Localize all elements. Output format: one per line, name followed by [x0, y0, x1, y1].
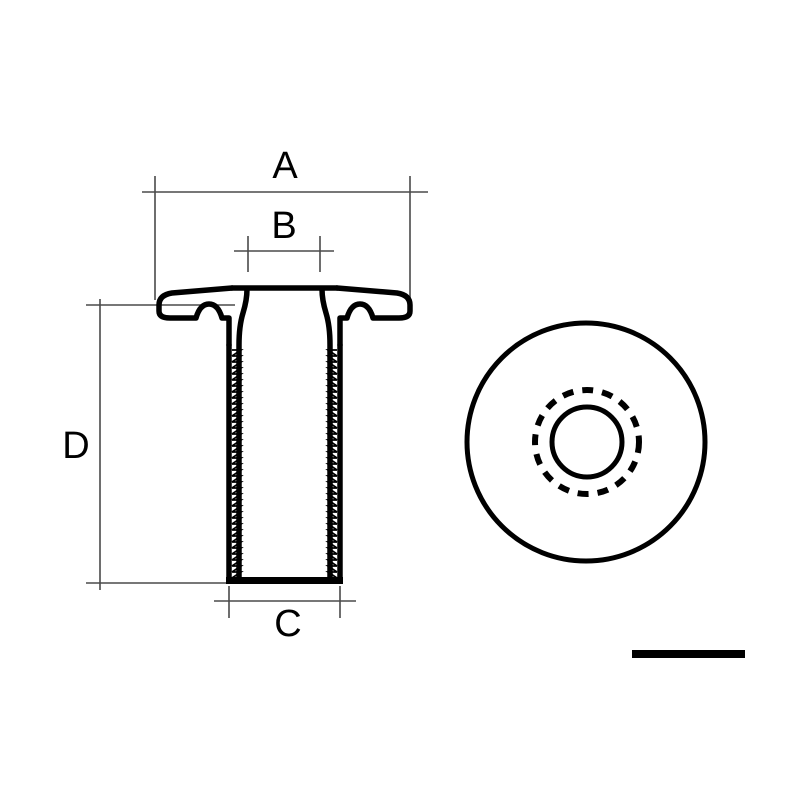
top-view-outer-circle	[464, 320, 708, 564]
dimension-c-group: C	[214, 586, 356, 645]
bore-wall-right	[319, 286, 333, 581]
scale-bar	[632, 650, 745, 658]
thread-profile-right	[325, 349, 338, 580]
flange-head-left-wing	[156, 285, 235, 348]
dimension-a-label: A	[272, 145, 298, 187]
top-view-part	[464, 320, 708, 564]
dimension-a-group: A	[142, 145, 428, 300]
barrel-bottom-edge	[226, 577, 343, 584]
dimension-b-label: B	[271, 205, 296, 247]
top-view-hidden-thread-circle	[532, 387, 642, 497]
thread-tooth-path-left	[231, 349, 244, 580]
flange-head-right-wing	[334, 285, 413, 348]
dimension-b-group: B	[234, 205, 334, 272]
dimension-c-label: C	[274, 603, 301, 645]
dimension-d-label: D	[62, 425, 89, 467]
thread-profile-left	[231, 349, 244, 580]
thread-tooth-path-right	[325, 349, 338, 580]
section-view-part	[156, 285, 413, 584]
bore-wall-left	[236, 286, 250, 581]
top-view-bore-circle	[549, 404, 625, 480]
